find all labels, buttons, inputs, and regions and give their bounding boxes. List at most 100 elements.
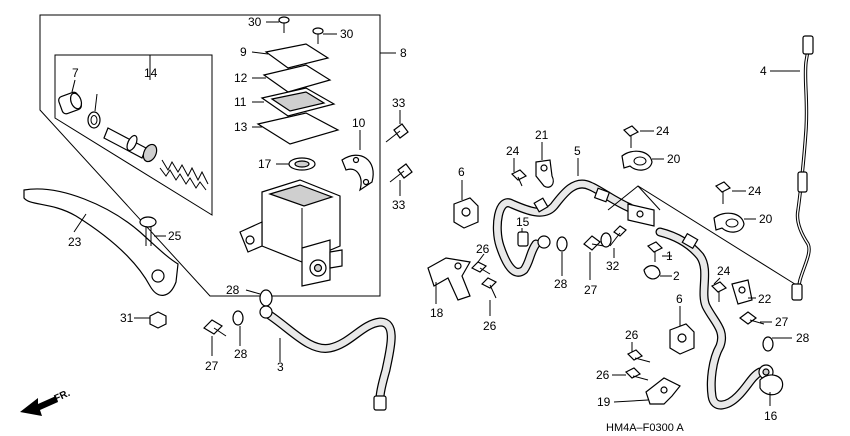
sub-assembly-link <box>637 185 661 211</box>
callout-27-mid: 27 <box>584 283 598 297</box>
master-cylinder-assembly-outline <box>39 14 381 297</box>
callout-30-left: 30 <box>248 15 262 29</box>
callout-24-a: 24 <box>506 144 520 158</box>
sealing-ring-17 <box>288 157 316 171</box>
callout-9: 9 <box>240 45 247 59</box>
bolt-24-a <box>510 169 528 187</box>
leader-26-upper <box>477 253 485 263</box>
callout-20-lower: 20 <box>759 212 773 226</box>
callout-24-d: 24 <box>717 264 731 278</box>
callout-28-mid: 28 <box>554 277 568 291</box>
clamp-21 <box>535 159 554 188</box>
callout-28-right: 28 <box>796 331 810 345</box>
callout-18: 18 <box>430 306 444 320</box>
brake-hose-3 <box>259 305 396 411</box>
washer-28-mid <box>556 236 568 252</box>
callout-22: 22 <box>758 292 772 306</box>
callout-24-c: 24 <box>748 184 762 198</box>
callout-16: 16 <box>764 409 778 423</box>
piston-14 <box>103 127 158 163</box>
three-way-joint <box>627 203 655 227</box>
bracket-19 <box>645 377 681 405</box>
bolt-26-d <box>624 367 649 381</box>
reservoir-cap-9 <box>264 43 330 69</box>
brake-pipe-4 <box>791 35 814 301</box>
bolt-26-lower <box>480 277 498 299</box>
clamp-6-upper <box>453 197 479 229</box>
cap-2 <box>643 265 661 280</box>
callout-6-upper: 6 <box>458 165 465 179</box>
screw-30-right <box>312 27 324 44</box>
diaphragm-11 <box>260 87 336 117</box>
callout-15: 15 <box>516 215 530 229</box>
washer-28-upper <box>259 289 273 307</box>
callout-27-right: 27 <box>775 315 789 329</box>
bolt-32 <box>609 225 627 247</box>
callout-12: 12 <box>234 71 248 85</box>
callout-26-c: 26 <box>625 328 639 342</box>
callout-26-d: 26 <box>596 368 610 382</box>
callout-19: 19 <box>597 395 611 409</box>
bolt-24-b <box>622 125 640 148</box>
clamp-20-upper <box>621 150 653 171</box>
oil-bolt-27-mid <box>583 232 612 251</box>
callout-14: 14 <box>144 66 158 80</box>
front-direction-arrow-icon <box>20 396 58 416</box>
callout-32: 32 <box>606 259 620 273</box>
gasket-13 <box>256 112 340 145</box>
nut-31 <box>149 311 167 329</box>
leader-28-upper <box>245 289 261 295</box>
callout-20-upper: 20 <box>667 152 681 166</box>
leader-7 <box>71 79 76 93</box>
washer-28-right <box>762 336 774 352</box>
diagram-code: HM4A–F0300 A <box>606 422 684 434</box>
bolt-24-c <box>714 181 732 204</box>
plate-12 <box>262 64 332 93</box>
brake-hose-5 <box>492 179 635 277</box>
holder-10 <box>341 154 374 192</box>
callout-6-lower: 6 <box>676 292 683 306</box>
callout-33-lower: 33 <box>392 198 406 212</box>
leader-23 <box>73 213 87 233</box>
callout-28-lower: 28 <box>234 347 248 361</box>
master-cylinder-body <box>239 179 343 287</box>
front-direction-label: FR. <box>53 388 72 405</box>
piston-set-outline <box>54 54 213 216</box>
bolt-33-lower <box>389 163 413 183</box>
callout-27-left: 27 <box>205 359 219 373</box>
pivot-bolt-25 <box>139 216 157 246</box>
callout-4: 4 <box>760 64 767 78</box>
callout-24-b: 24 <box>656 124 670 138</box>
screw-30-left <box>278 16 290 33</box>
leader-9 <box>251 51 269 55</box>
callout-30-right: 30 <box>340 27 354 41</box>
leader-24-d <box>713 277 721 285</box>
bolt-26-c <box>626 349 651 363</box>
callout-2: 2 <box>673 269 680 283</box>
callout-21: 21 <box>535 128 549 142</box>
callout-10: 10 <box>352 116 366 130</box>
oil-bolt-27-right <box>739 311 765 325</box>
callout-17: 17 <box>258 157 272 171</box>
callout-11: 11 <box>234 95 247 109</box>
spring-14 <box>159 159 209 191</box>
brake-lever-23 <box>23 188 179 296</box>
circlip-29 <box>87 111 101 129</box>
bleed-screw-1 <box>646 241 664 262</box>
clamp-20-lower <box>713 212 745 233</box>
callout-33-upper: 33 <box>392 96 406 110</box>
lever-pivot <box>151 269 165 283</box>
callout-26-lower: 26 <box>483 319 497 333</box>
callout-5: 5 <box>574 144 581 158</box>
bolt-24-d <box>710 281 728 302</box>
callout-7: 7 <box>72 66 79 80</box>
oil-bolt-27-left <box>203 319 227 337</box>
callout-26-upper: 26 <box>476 242 490 256</box>
bracket-18 <box>427 257 471 301</box>
guide-16 <box>759 374 784 396</box>
callout-3: 3 <box>277 360 284 374</box>
callout-1: 1 <box>666 249 673 263</box>
callout-23: 23 <box>68 235 82 249</box>
grommet-15 <box>517 231 529 247</box>
